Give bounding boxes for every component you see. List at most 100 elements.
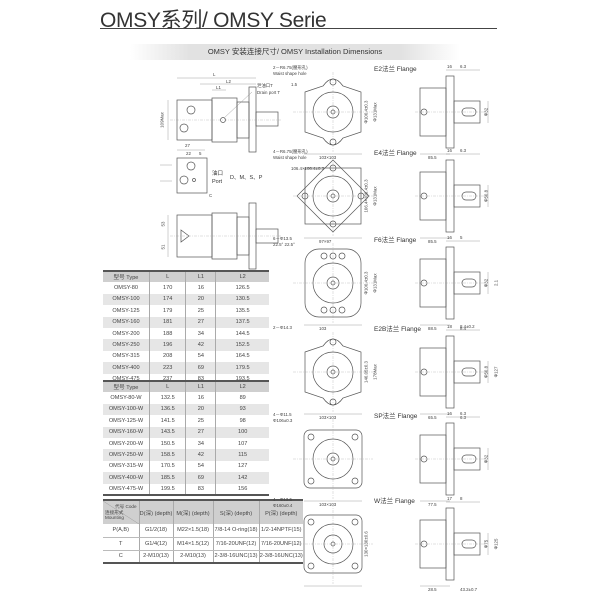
table-cell: 152.5 (215, 339, 269, 351)
table-cell: 130.5 (215, 293, 269, 306)
table-cell: 2-M10(13) (173, 550, 214, 564)
table-cell: 25 (185, 305, 217, 317)
front-view-dimension: 4－R6.75(腰形孔) (273, 149, 308, 154)
table-cell: 7/16-20UNF(12) (259, 537, 303, 551)
table-cell: 143.5 (149, 426, 187, 438)
front-view-dimension: 106.4×106.4±0.3 (291, 166, 325, 171)
table-cell: 54 (185, 350, 217, 363)
table-cell: 54 (185, 460, 217, 473)
dim-27: 27 (185, 143, 190, 148)
table-cell: OMSY-475-W (103, 483, 150, 495)
side-view-dimension: Φ125 (493, 538, 499, 550)
table-cell: 2-M10(13) (139, 550, 174, 564)
table-cell: 100 (215, 426, 269, 438)
table-cell: 127 (238, 463, 248, 470)
table-cell: 132.5 (149, 392, 187, 404)
column-header: L2 (215, 271, 269, 283)
side-view-dimension: 28.5 (428, 587, 437, 592)
table-cell: 179 (149, 305, 187, 317)
port-codes: D、M、S、P (230, 175, 263, 181)
code-label: 代号 Code (115, 504, 137, 510)
table-cell: 174 (149, 293, 187, 306)
table-cell: G1/2(18) (139, 524, 174, 538)
dim-c: C (209, 193, 213, 198)
side-view-dimension: 65.5 (428, 415, 437, 420)
front-view-dimension: 22.5° 22.5° (273, 242, 295, 247)
table-header-row: 型号 Type L L1 L2 (103, 271, 269, 283)
title-divider (100, 28, 497, 29)
front-view-dimension: 97×97 (319, 239, 332, 244)
flange-label: F6法兰 Flange (374, 237, 417, 244)
column-header: L (149, 381, 187, 393)
motor-side-view (167, 77, 282, 153)
table-cell: OMSY-400-W (103, 472, 150, 484)
dim-l2: L2 (226, 78, 231, 84)
table-cell: 170.5 (149, 460, 187, 473)
mounting-label: 连接形式 Mounting (105, 509, 124, 521)
table-cell: 25 (185, 415, 217, 427)
table-cell: 34 (185, 327, 217, 340)
column-header: M(深) (depth) (173, 500, 214, 524)
side-view-dimension: 5 (460, 235, 463, 240)
side-view-dimension: 6.3 (460, 415, 467, 420)
table-cell: OMSY-200-W (103, 437, 150, 450)
table-cell: 150.5 (149, 437, 187, 450)
front-view-dimension: 6－Φ13.5 (273, 236, 292, 241)
front-view-dimension: 103×103 (319, 155, 337, 160)
table-cell: 208 (149, 350, 187, 363)
flange-label: E4法兰 Flange (374, 150, 417, 157)
side-view-dimension: 16 (447, 411, 452, 416)
motor-bottom-view (167, 202, 282, 270)
table-cell: OMSY-160 (103, 316, 150, 328)
table-cell: 16 (185, 282, 217, 294)
table-cell: 7/16-20UNF(12) (213, 537, 260, 551)
front-view-dimension: 103×103 (319, 502, 337, 507)
table-cell: 20 (185, 403, 217, 416)
section-band: OMSY 安装连接尺寸/ OMSY Installation Dimension… (130, 44, 460, 60)
table-cell: 164.5 (235, 353, 250, 360)
table-cell: OMSY-400 (103, 362, 150, 374)
table-cell: C (103, 550, 140, 564)
table-cell: OMSY-200 (103, 327, 150, 340)
table-cell: OMSY-100 (103, 293, 150, 306)
port-thread-table: 代号 Code 连接形式 Mounting D(深) (depth) M(深) … (103, 499, 303, 564)
side-view-dimension: 8.4±0.2 (460, 324, 475, 329)
table-row: P(A,B)G1/2(18)M22×1.5(18)7/8-14 O-ring(1… (103, 524, 303, 538)
table-cell: 42 (185, 449, 217, 461)
column-header: P(深) (depth) (259, 500, 303, 524)
front-view-dimension: Waist shape hole (273, 71, 307, 76)
table-cell: 27 (185, 316, 217, 328)
column-header: 型号 Type (103, 271, 150, 283)
table-cell: 193.5 (235, 375, 250, 382)
table-cell: OMSY-160-W (103, 426, 150, 438)
table-cell: OMSY-250-W (103, 449, 150, 461)
table-cell: 188 (149, 327, 187, 340)
table-cell: M14×1.5(12) (173, 537, 214, 551)
table-cell: OMSY-100-W (103, 403, 150, 416)
side-view-dimension: 8 (460, 496, 463, 501)
side-view-dimension: 16 (447, 64, 452, 69)
table-cell: 223 (149, 362, 187, 374)
side-view-dimension: 85.5 (428, 239, 437, 244)
table-cell: OMSY-125-W (103, 415, 150, 427)
table-cell: 158.5 (149, 449, 187, 461)
table-cell: 136.5 (149, 403, 187, 416)
flange-label: E2法兰 Flange (374, 66, 417, 73)
table-cell: 2-3/8-16UNC(13) (213, 550, 260, 564)
side-view-dimension: Φ75 (483, 539, 489, 549)
table-body: P(A,B)G1/2(18)M22×1.5(18)7/8-14 O-ring(1… (103, 524, 303, 564)
front-view-dimension: 2－Φ14.3 (273, 325, 292, 330)
side-view-dimension: 6.3 (460, 64, 467, 69)
